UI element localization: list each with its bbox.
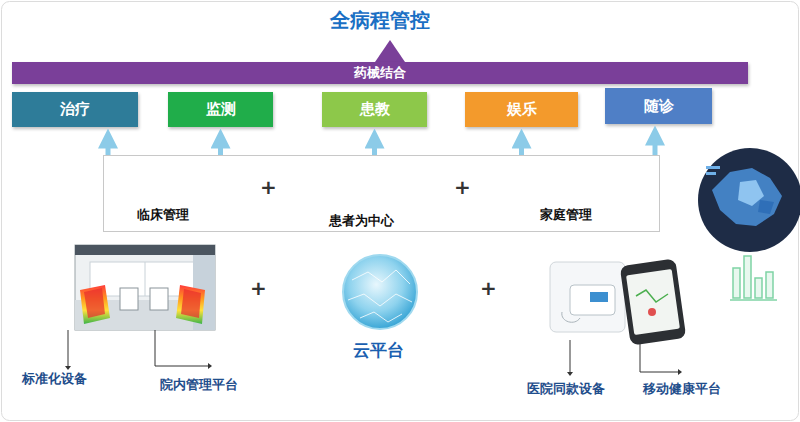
diagram-title: 全病程管控 [280,7,480,34]
band: 药械结合 [12,62,748,84]
box-label: 娱乐 [507,100,537,119]
box-label: 随诊 [644,97,674,116]
up-arrow [106,136,111,155]
leader-line [68,330,678,372]
function-box: 治疗 [12,92,138,127]
plus-sign: + [454,175,471,199]
device-illustration [550,262,625,332]
up-arrow [653,133,658,155]
part-label: 移动健康平台 [643,380,721,398]
box-label: 药械结合 [354,64,406,82]
function-box: 娱乐 [465,92,578,127]
part-label: 院内管理平台 [160,376,238,394]
room-illustration [75,245,215,330]
plus-sign: + [480,276,497,300]
up-arrow [218,136,223,155]
function-box: 随诊 [605,88,712,124]
cloud-globe [343,255,417,329]
part-label: 医院同款设备 [527,380,605,398]
box-label: 监测 [206,100,236,119]
up-arrow [519,136,524,155]
bar-chart-icon [730,256,777,300]
map-illustration [698,148,800,252]
up-arrow [372,136,377,155]
item-label: 临床管理 [106,206,220,224]
item-label: 家庭管理 [521,206,611,224]
plus-sign: + [250,276,267,300]
box-label: 患教 [360,100,390,119]
part-label: 标准化设备 [22,370,87,388]
leader-tip [65,363,682,376]
platform-label: 云平台 [353,339,404,362]
phone-illustration [620,258,687,345]
plus-sign: + [260,175,277,199]
apex-triangle [375,40,405,62]
box-label: 治疗 [60,100,90,119]
item-label: 患者为中心 [306,212,416,230]
management-box: 临床管理 患者为中心 家庭管理 [103,155,660,232]
function-box: 患教 [322,92,427,127]
function-box: 监测 [168,92,273,127]
